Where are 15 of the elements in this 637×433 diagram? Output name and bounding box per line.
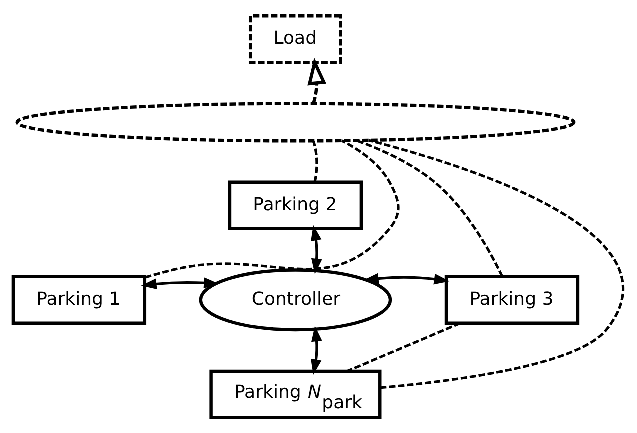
connector (368, 138, 624, 389)
node-box: Load (249, 14, 342, 64)
arrow (311, 224, 322, 274)
node-box: Parking 1 (12, 274, 147, 324)
node-ellipse: Controller (199, 268, 392, 332)
arrow (308, 57, 327, 104)
connector (347, 322, 461, 372)
node-ellipse (16, 102, 576, 142)
arrow (311, 326, 322, 375)
arrow (141, 277, 220, 289)
connector (356, 139, 504, 277)
connector (144, 139, 400, 278)
node-box: Parking 3 (444, 274, 580, 324)
node-box: Parking 2 (228, 180, 364, 230)
connector (312, 140, 318, 182)
